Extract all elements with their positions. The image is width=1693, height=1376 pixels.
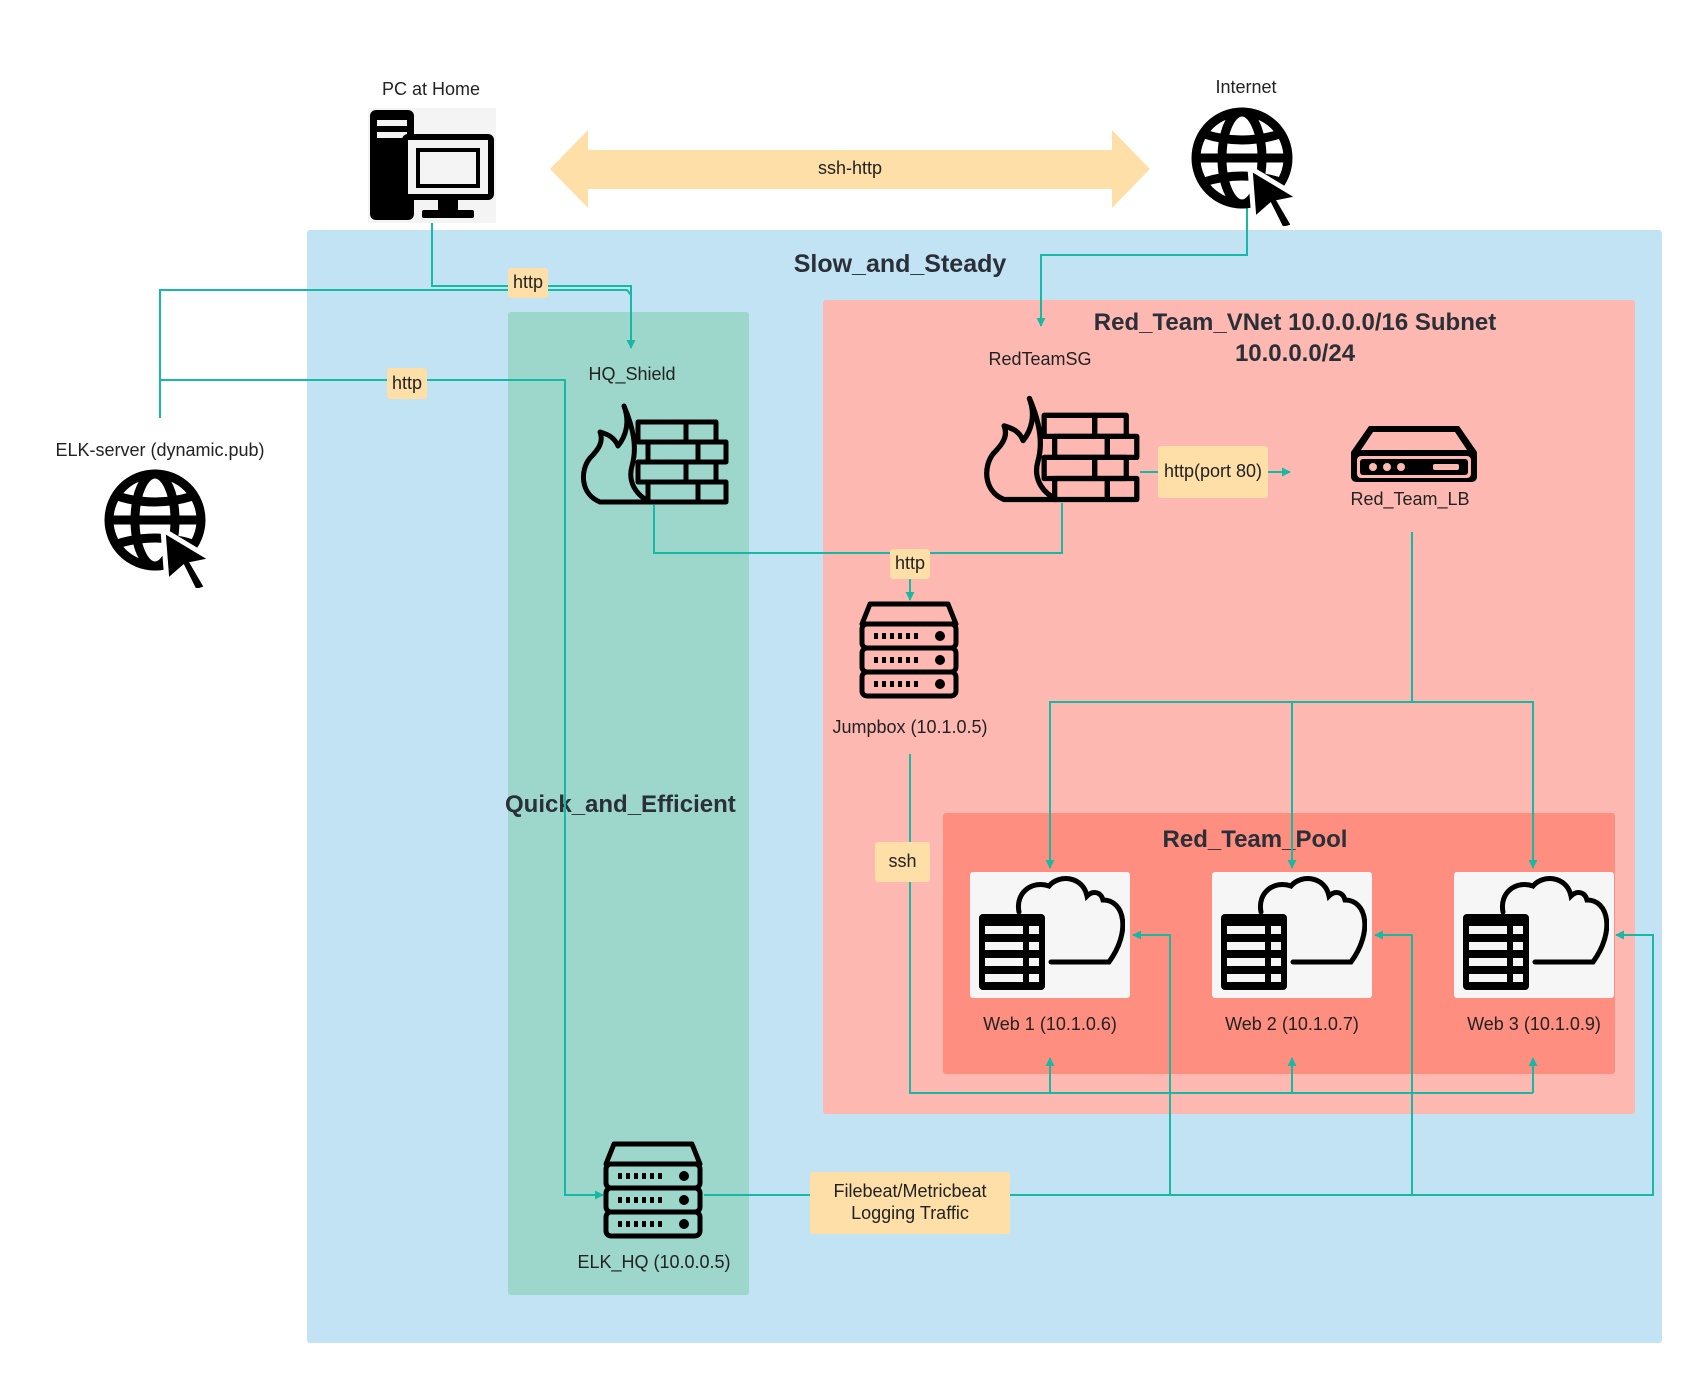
server-rack-icon-elk-hq[interactable] (602, 1140, 704, 1240)
jumpbox-label: Jumpbox (10.1.0.5) (832, 717, 988, 737)
logging-traffic-tag: Filebeat/Metricbeat Logging Traffic (810, 1172, 1010, 1234)
hq-shield-label: HQ_Shield (588, 364, 676, 384)
globe-cursor-icon-elk-server[interactable] (103, 468, 220, 596)
internet-label: Internet (1215, 77, 1277, 97)
vnet-title-line1: Red_Team_VNet 10.0.0.0/16 Subnet (1093, 309, 1497, 336)
desktop-computer-icon[interactable] (368, 108, 496, 223)
http-tag-pc: http (508, 268, 548, 298)
logging-traffic-line2: Logging Traffic (851, 1203, 969, 1223)
elk-server-label: ELK-server (dynamic.pub) (55, 440, 265, 460)
http-tag-jumpbox: http (890, 549, 930, 579)
http-port80-tag: http(port 80) (1158, 446, 1268, 498)
server-rack-icon-jumpbox[interactable] (858, 600, 960, 700)
firewall-icon-hq-shield[interactable] (578, 402, 730, 506)
firewall-icon-redteamsg[interactable] (981, 394, 1141, 504)
cloud-server-icon-web3[interactable] (1459, 876, 1610, 994)
ssh-tag: ssh (875, 842, 930, 882)
router-icon[interactable] (1349, 418, 1479, 486)
elk-hq-label: ELK_HQ (10.0.0.5) (577, 1252, 731, 1272)
zone-red-team-vnet-title: Red_Team_VNet 10.0.0.0/16 Subnet 10.0.0.… (1030, 307, 1560, 369)
cloud-server-icon-web2[interactable] (1217, 876, 1368, 994)
vnet-title-line2: 10.0.0.0/24 (1234, 340, 1356, 367)
globe-cursor-icon-internet[interactable] (1190, 106, 1307, 234)
zone-slow-and-steady-title: Slow_and_Steady (793, 250, 1007, 278)
zone-quick-and-efficient-title: Quick_and_Efficient (505, 791, 736, 818)
redteamsg-label: RedTeamSG (988, 349, 1092, 369)
ssh-http-label: ssh-http (817, 158, 883, 178)
zone-red-team-pool-title: Red_Team_Pool (1162, 826, 1348, 853)
http-tag-elk: http (387, 368, 427, 399)
web3-label: Web 3 (10.1.0.9) (1467, 1014, 1601, 1034)
web1-label: Web 1 (10.1.0.6) (983, 1014, 1117, 1034)
red-team-lb-label: Red_Team_LB (1350, 489, 1470, 509)
web2-label: Web 2 (10.1.0.7) (1225, 1014, 1359, 1034)
pc-at-home-label: PC at Home (381, 79, 481, 99)
cloud-server-icon-web1[interactable] (975, 876, 1126, 994)
logging-traffic-line1: Filebeat/Metricbeat (833, 1181, 987, 1202)
